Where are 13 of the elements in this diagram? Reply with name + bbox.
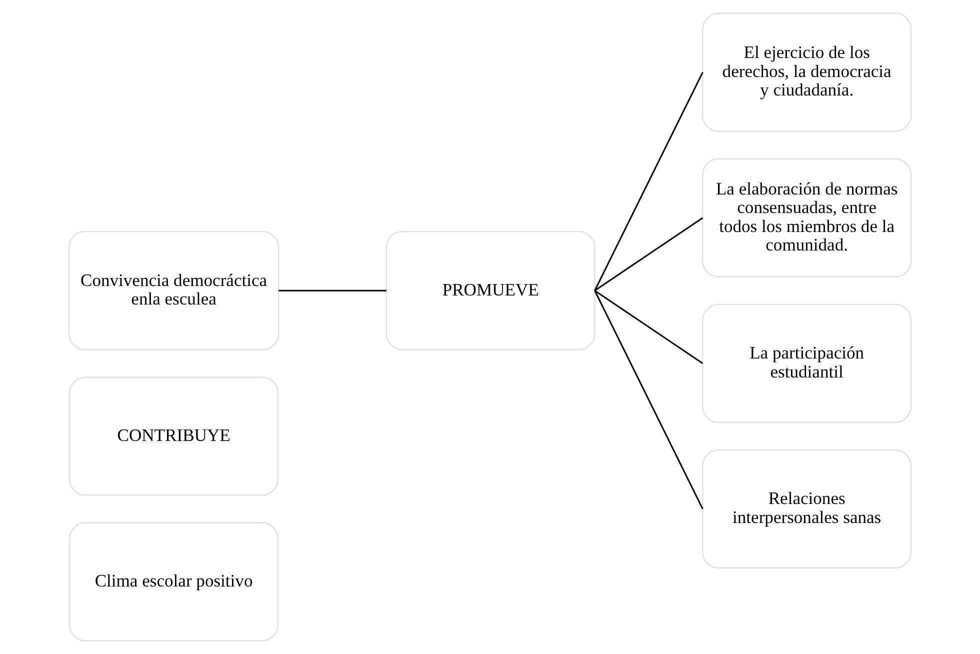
node-box: Relaciones interpersonales sanas: [702, 449, 912, 569]
node-box: PROMUEVE: [386, 231, 596, 350]
node-box: La participación estudiantil: [702, 304, 912, 423]
connector: [594, 72, 704, 291]
node-box: CONTRIBUYE: [69, 376, 279, 496]
connector: [594, 217, 704, 292]
connector: [594, 290, 704, 510]
node-box: La elaboración de normas consensuadas, entre todos los miembros de la comunidad.: [702, 158, 912, 278]
node-box: El ejercicio de los derechos, la democracia y ciudadanía.: [702, 12, 912, 132]
connector: [278, 290, 386, 292]
node-box: Clima escolar positivo: [69, 522, 279, 642]
node-box: Convivencia democráctica enla esculea: [68, 231, 280, 350]
connector: [594, 290, 704, 364]
